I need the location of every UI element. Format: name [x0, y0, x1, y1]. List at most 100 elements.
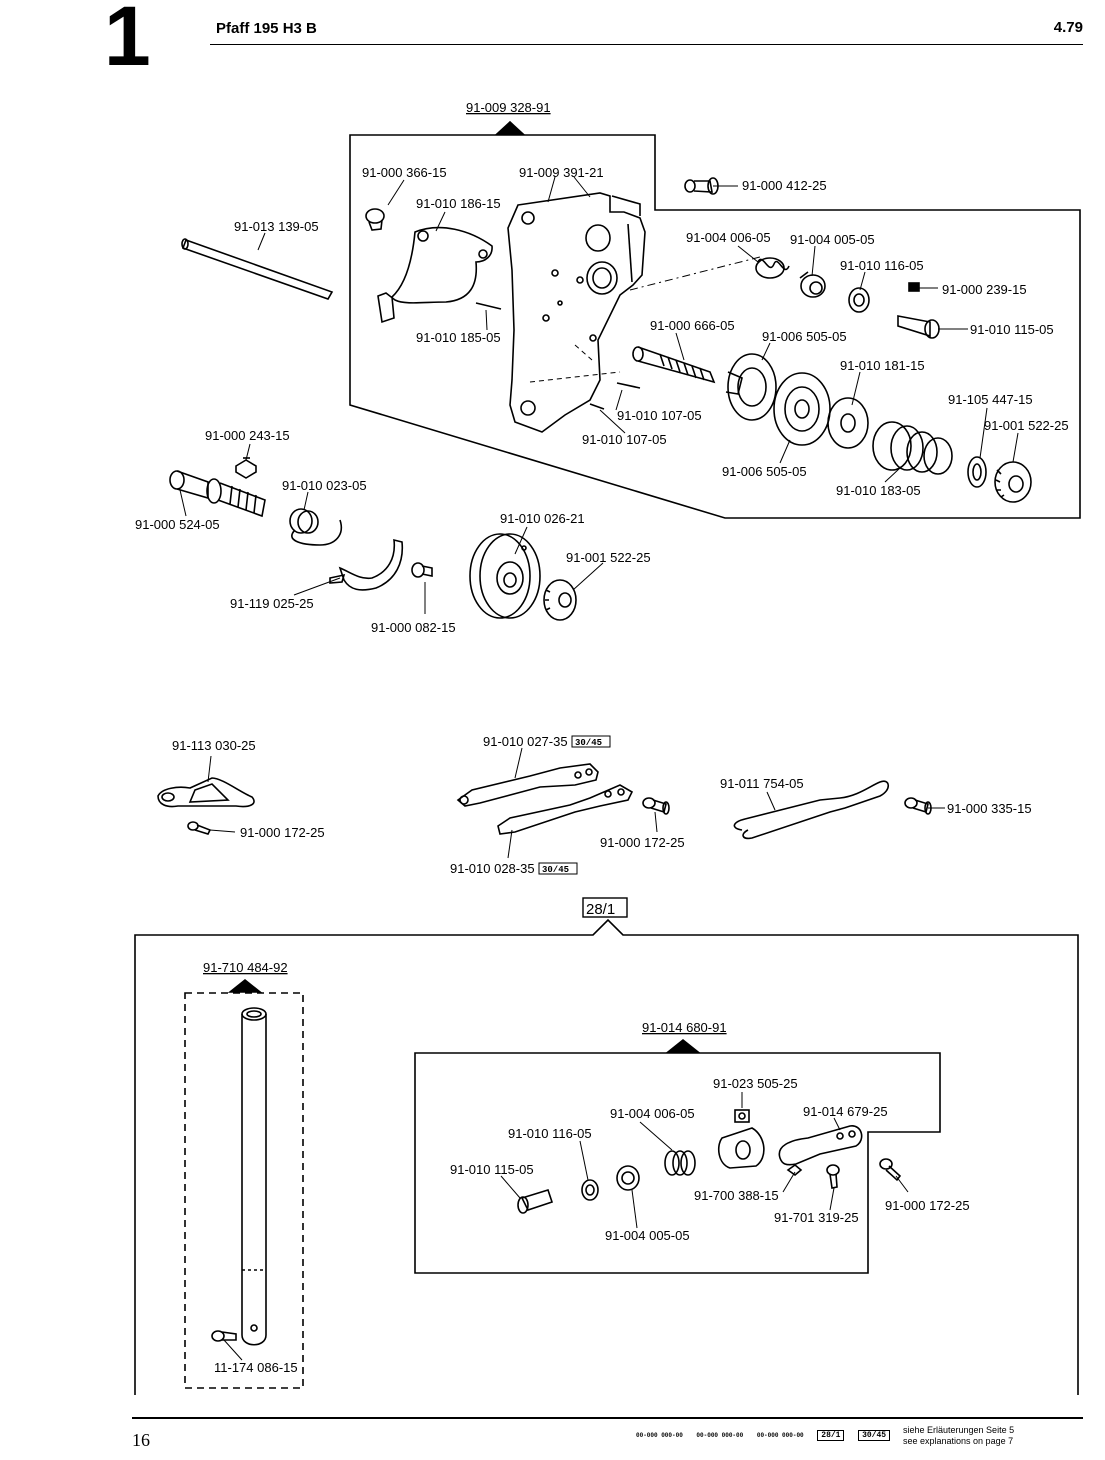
- part-number-label: 91-013 139-05: [234, 219, 319, 234]
- part-tube-drawing: [241, 1007, 267, 1346]
- part-number-label: 91-004 006-05: [610, 1106, 695, 1121]
- part-lever-drawing: [497, 784, 634, 835]
- part-cam-disc-drawing: [469, 533, 541, 619]
- svg-text:30/45: 30/45: [575, 738, 602, 748]
- part-number-label: 91-010 023-05: [282, 478, 367, 493]
- footer-code: 00-000 000-00: [756, 1432, 804, 1439]
- part-spring-drawing: [755, 257, 790, 279]
- footer-rule: [132, 1417, 1083, 1419]
- part-number-label: 91-004 006-05: [686, 230, 771, 245]
- part-shaft-drawing: [181, 238, 334, 300]
- part-collar-drawing: [799, 271, 826, 298]
- footer-codes: 00-000 000-00 00-000 000-00 00-000 000-0…: [636, 1430, 900, 1441]
- part-lever-drawing: [456, 763, 599, 807]
- part-screw-drawing: [879, 1158, 902, 1182]
- part-threaded-stud-drawing: [632, 346, 716, 384]
- part-number-label: 91-000 172-25: [885, 1198, 970, 1213]
- part-screw-drawing: [684, 177, 719, 195]
- part-lever-drawing: [157, 777, 255, 808]
- part-screw-drawing: [826, 1164, 840, 1189]
- part-number-label: 91-010 026-21: [500, 511, 585, 526]
- part-number-label: 91-010 115-05: [450, 1162, 534, 1177]
- header-rule: [210, 44, 1083, 45]
- part-number-label: 91-700 388-15: [694, 1188, 779, 1203]
- part-pin-drawing: [475, 302, 502, 310]
- part-number-label: 91-000 239-15: [942, 282, 1027, 297]
- part-number-label: 91-004 005-05: [605, 1228, 690, 1243]
- part-wire-drawing: [733, 780, 890, 840]
- part-screw-drawing: [786, 1163, 803, 1177]
- footer-box: 28/1: [817, 1430, 845, 1441]
- assembly-frame-inner: [414, 1052, 941, 1274]
- part-washer-drawing: [581, 1179, 599, 1201]
- part-lever-drawing: [778, 1125, 863, 1166]
- part-number-label: 91-010 107-05: [582, 432, 667, 447]
- part-number-label: 91-010 107-05: [617, 408, 702, 423]
- group-label-main: 91-009 328-91: [466, 100, 551, 115]
- part-knurled-nut-drawing: [994, 461, 1032, 503]
- part-number-label: 91-010 185-05: [416, 330, 501, 345]
- part-washer-drawing: [967, 456, 987, 488]
- part-screw-drawing: [187, 821, 212, 835]
- part-number-label: 91-105 447-15: [948, 392, 1033, 407]
- part-threaded-shaft-drawing: [169, 470, 266, 518]
- part-pin-drawing: [589, 382, 641, 410]
- footer-code: 00-000 000-00: [636, 1432, 683, 1439]
- part-number-label: 91-000 335-15: [947, 801, 1032, 816]
- part-main-plate-drawing: [507, 192, 646, 433]
- part-number-label: 91-010 181-15: [840, 358, 925, 373]
- svg-text:30/45: 30/45: [542, 865, 569, 875]
- part-nut-drawing: [908, 282, 920, 292]
- part-number-label: 91-014 679-25: [803, 1104, 888, 1119]
- part-bracket-drawing: [377, 226, 493, 324]
- part-number-label: 91-010 186-15: [416, 196, 501, 211]
- group-label-tube: 91-710 484-92: [203, 960, 288, 975]
- part-number-label: 91-000 666-05: [650, 318, 735, 333]
- change-mark: 30/45: [538, 862, 578, 875]
- part-spring-drawing: [664, 1150, 696, 1176]
- part-pin-drawing: [897, 315, 940, 339]
- change-mark: 30/45: [571, 735, 611, 748]
- part-disc-drawing: [725, 353, 777, 421]
- part-screw-drawing: [211, 1330, 237, 1342]
- footer-note: siehe Erläuterungen Seite 5 see explanat…: [903, 1425, 1014, 1447]
- part-screw-drawing: [411, 562, 433, 578]
- part-pin-drawing: [517, 1189, 554, 1214]
- part-number-label: 91-001 522-25: [984, 418, 1069, 433]
- assembly-frame-upper: [349, 134, 1081, 519]
- footer-code: 00-000 000-00: [696, 1432, 744, 1439]
- page-title: Pfaff 195 H3 B: [216, 20, 317, 37]
- part-washer-drawing: [848, 287, 870, 313]
- part-number-label: 91-113 030-25: [172, 738, 256, 753]
- part-number-label: 91-010 116-05: [840, 258, 924, 273]
- part-screw-drawing: [235, 457, 257, 479]
- part-disc-drawing: [827, 397, 869, 449]
- group-marker-triangle: [494, 120, 526, 135]
- group-label-box: 28/1: [582, 897, 628, 918]
- page-date: 4.79: [1053, 19, 1083, 36]
- part-number-label: 91-011 754-05: [720, 776, 804, 791]
- part-collar-drawing: [616, 1165, 640, 1191]
- part-spring-drawing: [872, 421, 953, 475]
- part-number-label: 91-009 391-21: [519, 165, 604, 180]
- part-screw-drawing: [642, 797, 670, 815]
- part-number-label: 91-000 524-05: [135, 517, 220, 532]
- footer-note-en: see explanations on page 7: [903, 1436, 1014, 1446]
- part-number-label: 91-010 027-35: [483, 734, 568, 749]
- part-number-label: 91-001 522-25: [566, 550, 651, 565]
- section-number: 1: [104, 0, 151, 83]
- part-number-label: 91-010 028-35: [450, 861, 535, 876]
- part-number-label: 91-006 505-05: [762, 329, 847, 344]
- part-number-label: 91-000 243-15: [205, 428, 290, 443]
- footer-note-de: siehe Erläuterungen Seite 5: [903, 1425, 1015, 1435]
- part-screw-drawing: [904, 797, 932, 815]
- part-number-label: 91-000 082-15: [371, 620, 456, 635]
- part-number-label: 91-010 116-05: [508, 1126, 592, 1141]
- group-marker-triangle: [227, 978, 263, 993]
- part-number-label: 11-174 086-15: [214, 1360, 298, 1375]
- part-number-label: 91-000 366-15: [362, 165, 447, 180]
- part-guard-drawing: [329, 538, 404, 591]
- part-number-label: 91-010 183-05: [836, 483, 921, 498]
